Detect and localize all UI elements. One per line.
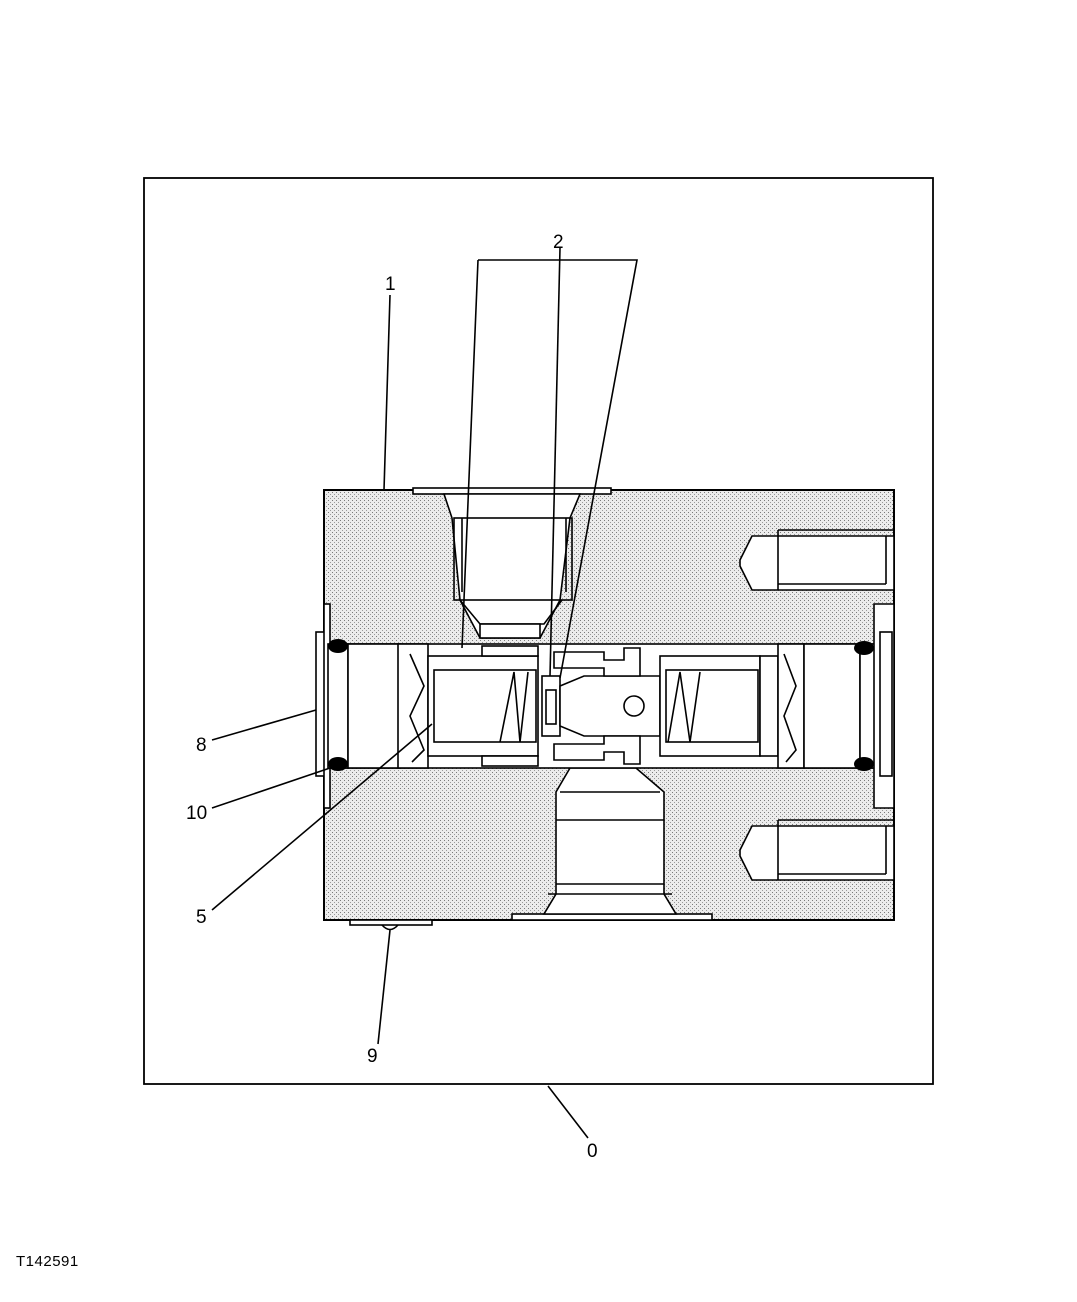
right-spool	[659, 655, 779, 757]
callout-0: 0	[587, 1141, 598, 1162]
bottom-plug	[381, 924, 399, 931]
callout-5: 5	[196, 907, 207, 928]
top-port-fitting	[442, 493, 582, 639]
left-o-ring-top	[328, 639, 348, 653]
right-o-ring-top	[854, 641, 874, 655]
left-end-cap	[315, 603, 429, 809]
callout-1: 1	[385, 274, 396, 295]
figure-reference-code: T142591	[16, 1253, 79, 1270]
bottom-port-fitting	[542, 767, 678, 915]
leader-lines	[211, 247, 638, 1139]
right-o-ring-bottom	[854, 757, 874, 771]
right-upper-port	[739, 529, 895, 591]
right-lower-port	[739, 819, 895, 881]
assembly-frame	[143, 177, 934, 1085]
callout-10: 10	[186, 803, 207, 824]
left-spool	[427, 645, 539, 767]
center-check	[541, 647, 661, 765]
callout-2: 2	[553, 232, 564, 253]
callout-8: 8	[196, 735, 207, 756]
left-o-ring-bottom	[328, 757, 348, 771]
callout-9: 9	[367, 1046, 378, 1067]
